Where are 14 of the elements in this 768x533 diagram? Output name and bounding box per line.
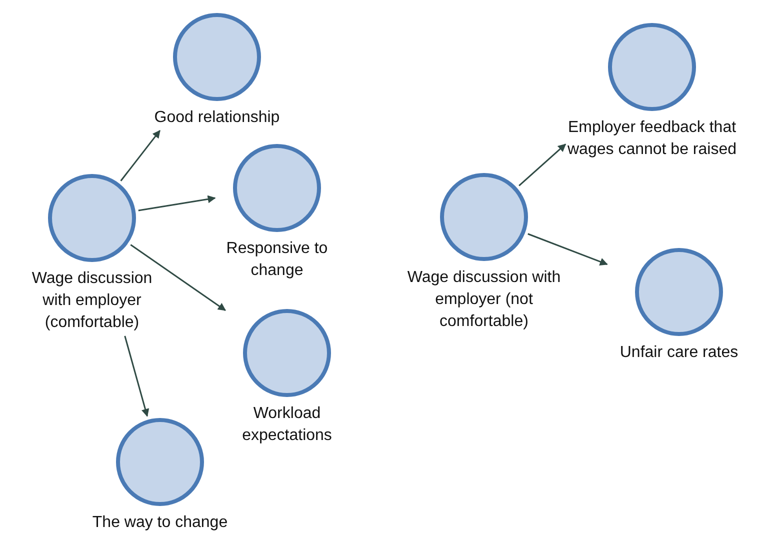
arrow [124, 336, 150, 417]
node-label: Employer feedback that wages cannot be raised [567, 118, 737, 160]
node-label: Responsive to change [225, 239, 329, 281]
node-label: Unfair care rates [620, 343, 738, 363]
node-label: Good relationship [154, 108, 280, 128]
node-label: The way to change [92, 513, 228, 533]
node-label: Wage discussion with employer (comfortable) [30, 269, 154, 333]
arrow [120, 130, 160, 182]
node-label: Workload expectations [241, 404, 333, 446]
arrow [130, 244, 226, 311]
node-label: Wage discussion with employer (not comfortable) [406, 268, 562, 332]
arrow [138, 195, 216, 212]
arrow [518, 144, 566, 186]
arrow [528, 233, 608, 266]
